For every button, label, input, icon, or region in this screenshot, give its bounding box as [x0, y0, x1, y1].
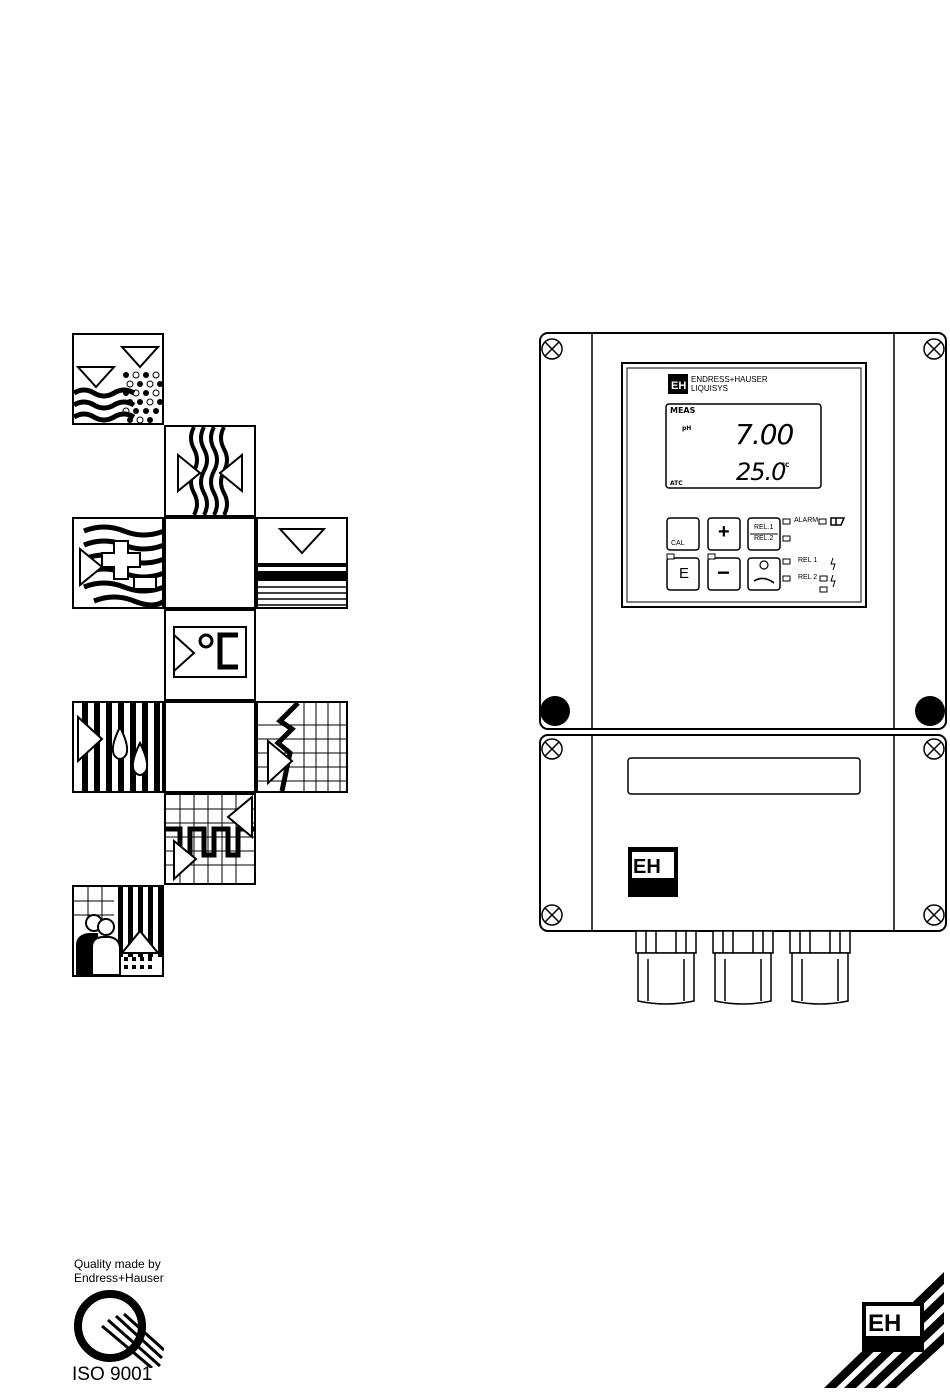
blank-tile [164, 701, 256, 793]
rel1-key-label[interactable]: REL.1 [754, 524, 773, 531]
blank-tile [164, 517, 256, 609]
quality-line-1: Quality made by [74, 1257, 164, 1271]
svg-text:EH: EH [671, 380, 686, 392]
plus-key[interactable]: + [718, 521, 730, 544]
eh-logo-icon: EH [824, 1268, 944, 1388]
rel2-indicator-label: REL 2 [798, 574, 817, 581]
crack-icon [256, 701, 348, 793]
process-icon [164, 793, 256, 885]
svg-text:EH: EH [633, 856, 661, 878]
brand-line-1: ENDRESS+HAUSER [691, 375, 768, 384]
display-unit: pH [682, 425, 691, 432]
medical-icon [72, 517, 164, 609]
wastewater-icon [72, 333, 164, 425]
flow-icon [164, 425, 256, 517]
quality-q-icon [72, 1288, 164, 1368]
temperature-icon [164, 609, 256, 701]
display-mode: MEAS [670, 406, 695, 415]
people-icon [72, 885, 164, 977]
quality-line-2: Endress+Hauser [74, 1271, 164, 1285]
alarm-indicator-label: ALARM [794, 517, 818, 524]
enter-key[interactable]: E [679, 565, 689, 582]
display-comp-label: ATC [670, 480, 683, 487]
quality-caption: Quality made by Endress+Hauser [74, 1257, 164, 1285]
cal-key[interactable]: CAL [671, 540, 685, 547]
rel1-indicator-label: REL 1 [798, 557, 817, 564]
display-temp-unit: °C [782, 462, 789, 469]
brand-line-2: LIQUISYS [691, 384, 768, 393]
brand-name: ENDRESS+HAUSER LIQUISYS [691, 375, 768, 393]
minus-key[interactable]: − [717, 560, 730, 586]
display-main-value: 7.00 [735, 418, 793, 451]
rel2-key-label[interactable]: REL.2 [754, 535, 773, 542]
svg-text:EH: EH [868, 1310, 901, 1337]
display-temp-value: 25.0 [736, 458, 785, 486]
iso-label: ISO 9001 [72, 1364, 152, 1386]
level-icon [256, 517, 348, 609]
rain-icon [72, 701, 164, 793]
